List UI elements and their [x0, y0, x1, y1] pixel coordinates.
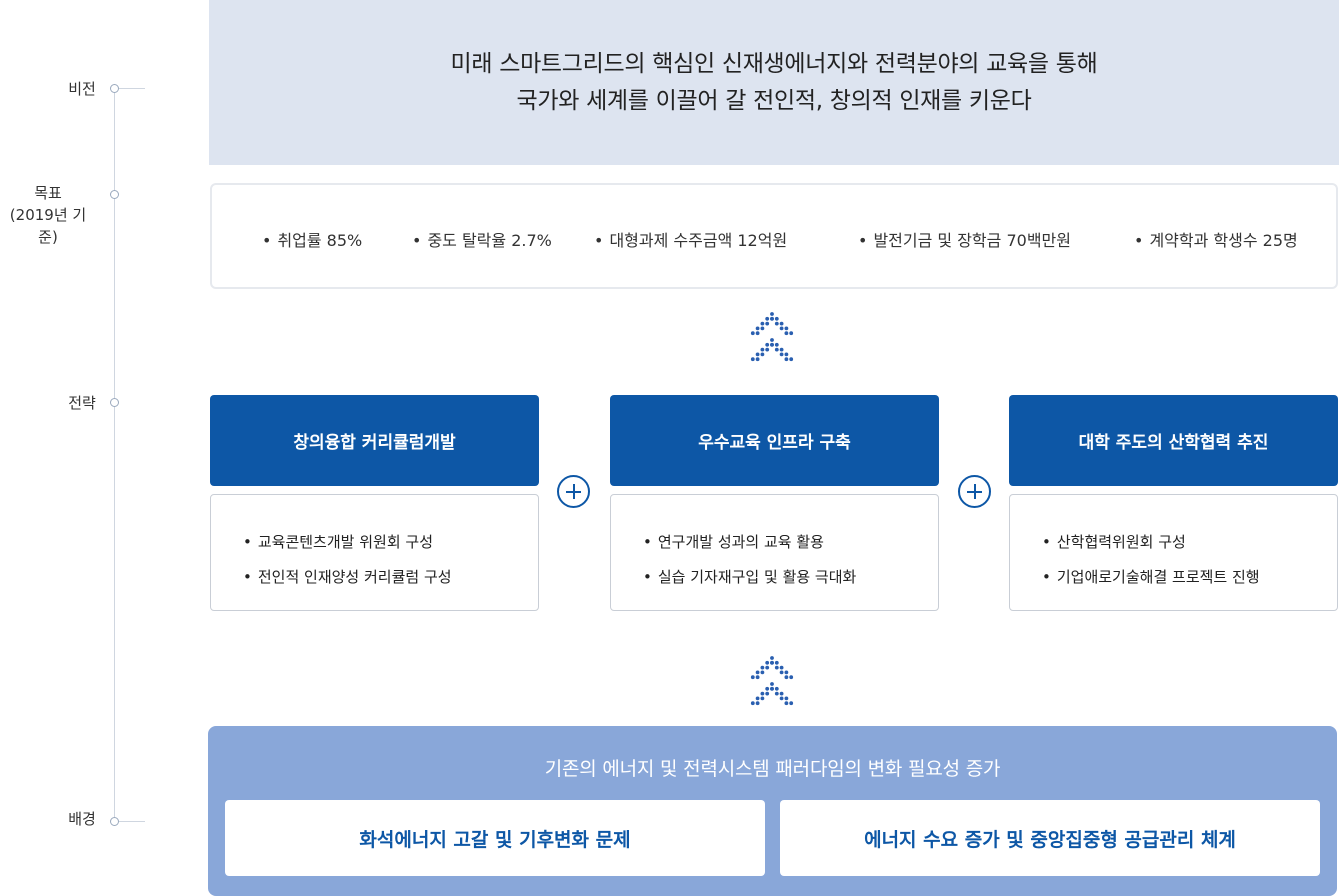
timeline-label-goal-line2: (2019년 기준)	[9, 206, 87, 246]
vision-line-2: 국가와 세계를 이끌어 갈 전인적, 창의적 인재를 키운다	[516, 87, 1032, 114]
timeline-label-strategy: 전략	[68, 394, 96, 412]
goal-text: 대형과제 수주금액 12억원	[609, 231, 788, 250]
timeline-tick-background	[119, 821, 145, 822]
background-card-1: 화석에너지 고갈 및 기후변화 문제	[225, 800, 765, 876]
strategy-item: • 연구개발 성과의 교육 활용	[643, 525, 938, 560]
plus-circle-icon	[557, 475, 590, 508]
strategy-item: • 실습 기자재구입 및 활용 극대화	[643, 560, 938, 595]
timeline-line	[114, 88, 115, 822]
background-card-2: 에너지 수요 증가 및 중앙집중형 공급관리 체계	[780, 800, 1320, 876]
bullet-icon: •	[262, 231, 272, 250]
strategy-item-text: 연구개발 성과의 교육 활용	[657, 533, 824, 551]
goals-panel: • 취업률 85% • 중도 탈락율 2.7% • 대형과제 수주금액 12억원 • 발…	[210, 183, 1338, 289]
double-chevron-up-icon	[750, 656, 794, 706]
timeline-node-background	[110, 817, 119, 826]
goal-item: • 대형과제 수주금액 12억원	[594, 227, 787, 251]
goal-item: • 계약학과 학생수 25명	[1134, 227, 1298, 251]
goal-item: • 취업률 85%	[262, 227, 362, 251]
strategy-detail-1: • 교육콘텐츠개발 위원회 구성 • 전인적 인재양성 커리큘럼 구성	[210, 494, 539, 611]
bullet-icon: •	[643, 568, 652, 586]
strategy-detail-2: • 연구개발 성과의 교육 활용 • 실습 기자재구입 및 활용 극대화	[610, 494, 939, 611]
goal-text: 발전기금 및 장학금 70백만원	[873, 231, 1071, 250]
strategy-title-3: 대학 주도의 산학협력 추진	[1009, 395, 1338, 486]
background-title: 기존의 에너지 및 전력시스템 패러다임의 변화 필요성 증가	[544, 758, 1001, 780]
bullet-icon: •	[1134, 231, 1144, 250]
strategy-item-text: 전인적 인재양성 커리큘럼 구성	[257, 568, 452, 586]
goal-item: • 중도 탈락율 2.7%	[412, 227, 552, 251]
strategy-title-2: 우수교육 인프라 구축	[610, 395, 939, 486]
timeline-tick-vision	[119, 88, 145, 89]
strategy-item: • 전인적 인재양성 커리큘럼 구성	[243, 560, 538, 595]
bullet-icon: •	[243, 568, 252, 586]
timeline-label-goal-line1: 목표	[34, 184, 62, 202]
plus-circle-icon	[958, 475, 991, 508]
goal-text: 취업률 85%	[277, 231, 363, 250]
timeline-node-strategy	[110, 398, 119, 407]
timeline-label-goal: 목표 (2019년 기준)	[0, 182, 96, 248]
strategy-item: • 교육콘텐츠개발 위원회 구성	[243, 525, 538, 560]
vision-line-1: 미래 스마트그리드의 핵심인 신재생에너지와 전력분야의 교육을 통해	[450, 50, 1098, 77]
vision-panel: 미래 스마트그리드의 핵심인 신재생에너지와 전력분야의 교육을 통해 국가와 …	[209, 0, 1339, 165]
strategy-item-text: 실습 기자재구입 및 활용 극대화	[657, 568, 857, 586]
bullet-icon: •	[858, 231, 868, 250]
bullet-icon: •	[412, 231, 422, 250]
goal-text: 중도 탈락율 2.7%	[427, 231, 552, 250]
strategy-item-text: 교육콘텐츠개발 위원회 구성	[257, 533, 433, 551]
timeline-node-vision	[110, 84, 119, 93]
bullet-icon: •	[1042, 568, 1051, 586]
timeline-label-background: 배경	[68, 810, 96, 828]
bullet-icon: •	[643, 533, 652, 551]
bullet-icon: •	[594, 231, 604, 250]
strategy-item-text: 기업애로기술해결 프로젝트 진행	[1056, 568, 1260, 586]
background-panel: 기존의 에너지 및 전력시스템 패러다임의 변화 필요성 증가 화석에너지 고갈…	[208, 726, 1337, 896]
bullet-icon: •	[1042, 533, 1051, 551]
strategy-item: • 산학협력위원회 구성	[1042, 525, 1337, 560]
strategy-item: • 기업애로기술해결 프로젝트 진행	[1042, 560, 1337, 595]
timeline-node-goal	[110, 190, 119, 199]
strategy-title-1: 창의융합 커리큘럼개발	[210, 395, 539, 486]
bullet-icon: •	[243, 533, 252, 551]
strategy-detail-3: • 산학협력위원회 구성 • 기업애로기술해결 프로젝트 진행	[1009, 494, 1338, 611]
double-chevron-up-icon	[750, 312, 794, 362]
strategy-item-text: 산학협력위원회 구성	[1056, 533, 1186, 551]
goal-text: 계약학과 학생수 25명	[1149, 231, 1298, 250]
goal-item: • 발전기금 및 장학금 70백만원	[858, 227, 1071, 251]
timeline-label-vision: 비전	[68, 80, 96, 98]
